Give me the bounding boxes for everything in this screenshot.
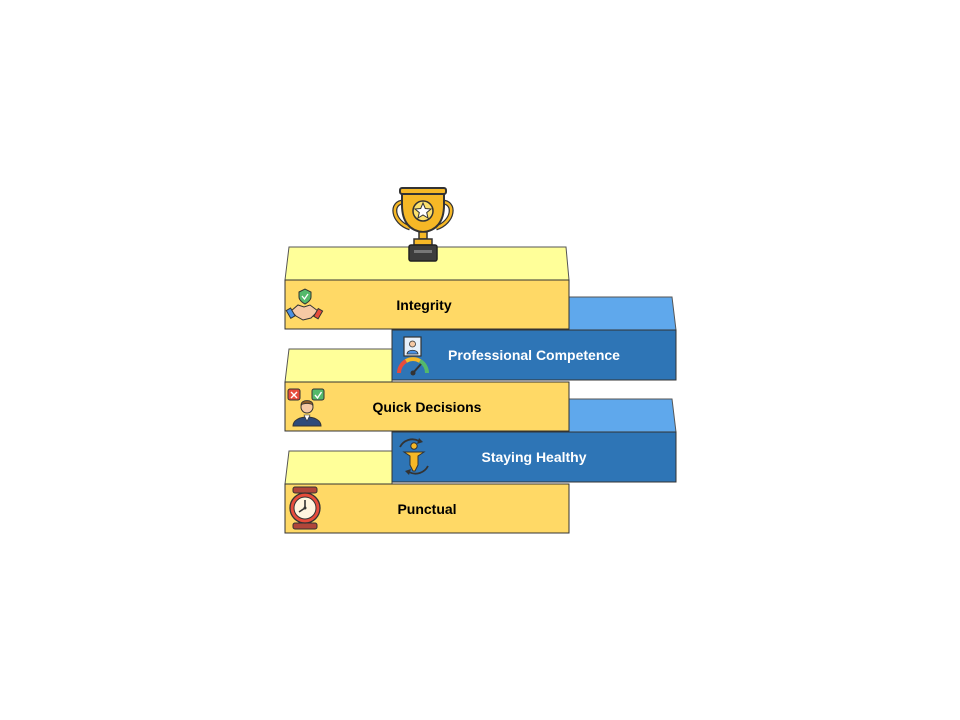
step-front-punctual bbox=[284, 483, 570, 534]
step-label-staying-healthy: Staying Healthy bbox=[392, 432, 676, 482]
step-top-staying-healthy bbox=[568, 398, 677, 433]
step-label-text: Professional Competence bbox=[448, 347, 620, 363]
trophy-icon bbox=[392, 187, 454, 262]
step-label-punctual: Punctual bbox=[285, 484, 569, 533]
badge-gauge-icon bbox=[397, 336, 429, 376]
step-label-quick-decisions: Quick Decisions bbox=[285, 382, 569, 431]
step-front-integrity bbox=[284, 279, 570, 330]
step-label-professional-competence: Professional Competence bbox=[392, 330, 676, 380]
step-front-professional-competence bbox=[391, 329, 677, 381]
decision-person-icon bbox=[287, 388, 325, 427]
step-label-integrity: Integrity bbox=[285, 280, 569, 329]
handshake-shield-icon bbox=[285, 288, 324, 321]
step-label-text: Integrity bbox=[396, 296, 452, 313]
healthy-person-icon bbox=[399, 438, 429, 475]
step-front-quick-decisions bbox=[284, 381, 570, 432]
step-top-professional-competence bbox=[568, 296, 677, 331]
step-label-text: Quick Decisions bbox=[372, 398, 482, 415]
step-label-text: Punctual bbox=[397, 500, 457, 517]
step-top-punctual bbox=[284, 450, 393, 485]
step-label-text: Staying Healthy bbox=[481, 449, 587, 465]
step-front-staying-healthy bbox=[391, 431, 677, 483]
clock-icon bbox=[289, 486, 321, 530]
step-top-quick-decisions bbox=[284, 348, 393, 383]
